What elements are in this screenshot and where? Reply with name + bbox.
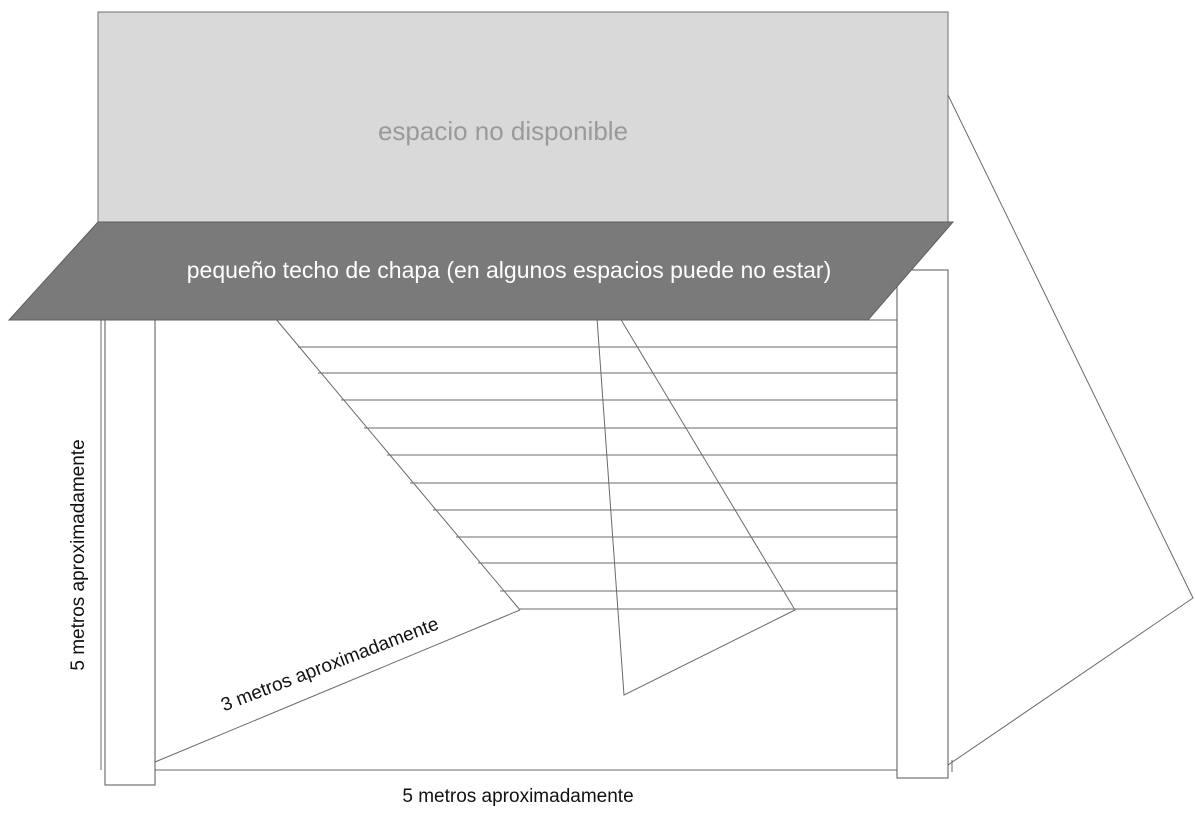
floor-depth-outline	[154, 609, 521, 763]
tin-roof	[7, 221, 955, 321]
side-panel-outline	[947, 94, 1194, 766]
height-label: 5 metros aproximadamente	[68, 439, 89, 670]
width-label: 5 metros aproximadamente	[402, 786, 633, 807]
hanging-panel-outline	[596, 317, 796, 696]
tin-roof-label: pequeño techo de chapa (en algunos espac…	[187, 257, 831, 283]
right-pillar	[896, 269, 949, 779]
shutter-slats	[275, 319, 897, 610]
unavailable-space-label: espacio no disponible	[378, 116, 628, 146]
left-pillar	[104, 269, 156, 786]
unavailable-space-block	[97, 11, 949, 225]
depth-label: 3 metros aproximadamente	[218, 614, 441, 716]
shutter-left-edge	[274, 317, 521, 611]
